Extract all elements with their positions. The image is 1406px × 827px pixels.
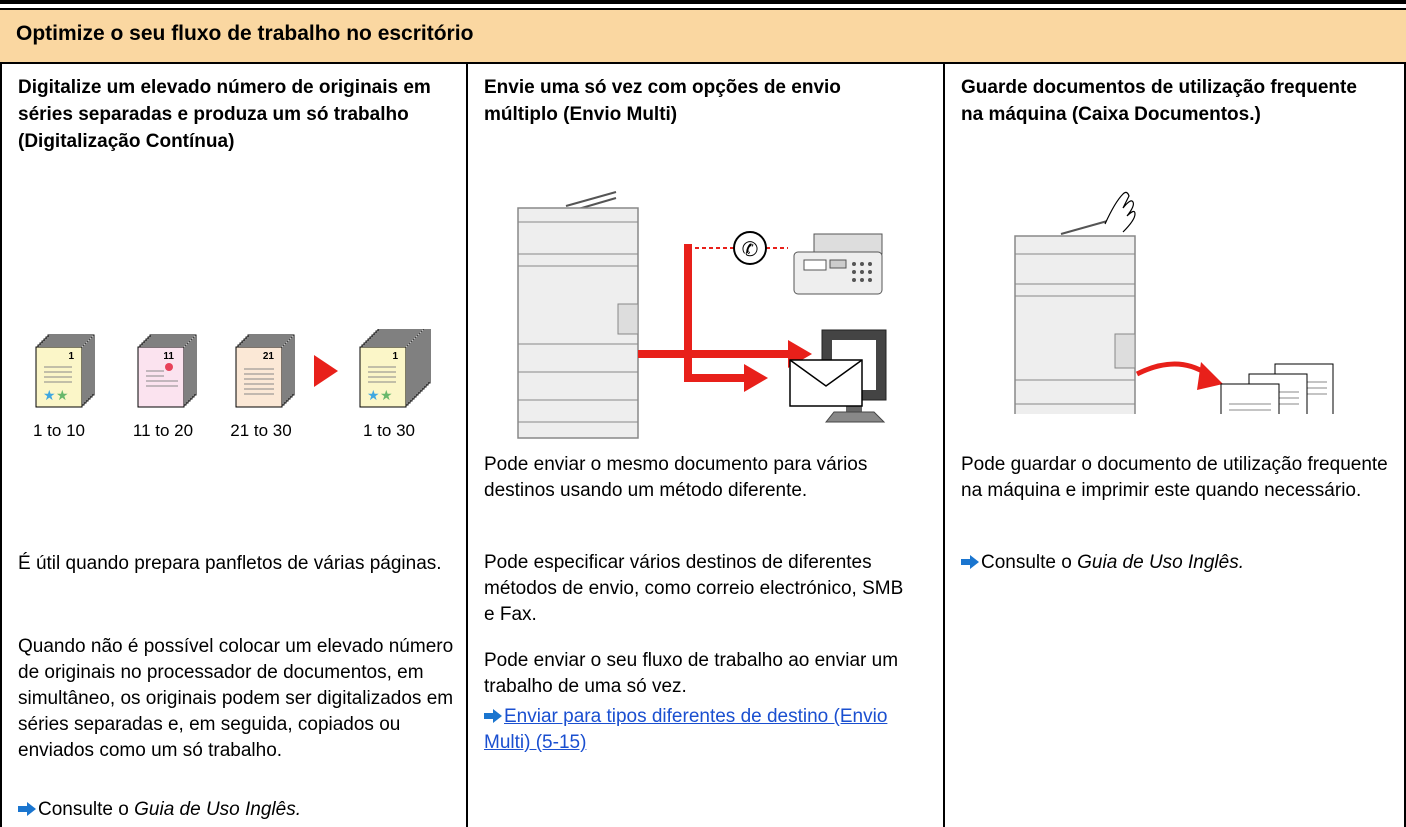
document-stack-1-10: 1 ★★	[35, 334, 95, 408]
column-document-box: Guarde documentos de utilização frequent…	[945, 64, 1406, 827]
document-stack-11-20: 11	[137, 334, 197, 408]
column-multi-send: Envie uma só vez com opções de envio múl…	[468, 64, 945, 827]
paragraph: Pode enviar o seu fluxo de trabalho ao e…	[484, 650, 899, 697]
column-heading: Digitalize um elevado número de originai…	[18, 77, 431, 152]
page-number: 1	[68, 351, 74, 362]
svg-text:21: 21	[263, 351, 275, 362]
paragraph: Pode especificar vários destinos de dife…	[484, 552, 904, 625]
svg-text:★: ★	[380, 387, 393, 403]
reference-note: Consulte o Guia de Uso Inglês.	[961, 550, 1244, 576]
column-heading: Guarde documentos de utilização frequent…	[961, 77, 1357, 125]
top-rule	[0, 0, 1406, 4]
paragraph: Pode enviar o mesmo documento para vário…	[484, 454, 868, 501]
section-header: Optimize o seu fluxo de trabalho no escr…	[0, 8, 1406, 64]
stack-label: 11 to 20	[133, 421, 193, 440]
reference-prefix: Consulte o	[38, 799, 135, 820]
reference-prefix: Consulte o	[981, 552, 1078, 573]
svg-text:1: 1	[392, 351, 398, 362]
reference-note: Consulte o Guia de Uso Inglês.	[18, 797, 301, 823]
paragraph: Quando não é possível colocar um elevado…	[18, 636, 454, 761]
svg-text:★: ★	[367, 387, 380, 403]
paragraph: É útil quando prepara panfletos de vária…	[18, 553, 442, 574]
arrow-right-icon	[961, 555, 979, 569]
multi-send-illustration: ✆	[517, 191, 887, 439]
envelope-icon	[789, 359, 863, 407]
fax-machine-icon	[793, 233, 883, 295]
document-stack-21-30: 21	[235, 334, 295, 408]
paragraph: Pode guardar o documento de utilização f…	[961, 454, 1388, 501]
multifunction-printer	[517, 191, 639, 439]
svg-text:★: ★	[43, 387, 56, 403]
stack-label: 1 to 10	[33, 421, 85, 440]
stored-documents-icon: ★ ★ ★★	[1220, 363, 1334, 414]
reference-guide: Guia de Uso Inglês.	[1077, 552, 1244, 573]
column-heading: Envie uma só vez com opções de envio múl…	[484, 77, 841, 125]
multi-send-link[interactable]: Enviar para tipos diferentes de destino …	[484, 706, 888, 753]
multifunction-printer	[1014, 191, 1136, 414]
document-stack-1-30: 1 ★★	[359, 329, 431, 408]
red-arrow-right	[314, 355, 338, 387]
continuous-scan-illustration: 1 ★★ 11	[33, 329, 431, 440]
svg-text:✆: ✆	[742, 239, 759, 261]
arrow-right-icon	[484, 709, 502, 723]
stack-label: 1 to 30	[363, 421, 415, 440]
stack-label: 21 to 30	[230, 421, 291, 440]
column-continuous-scan: Digitalize um elevado número de originai…	[0, 64, 468, 827]
section-title: Optimize o seu fluxo de trabalho no escr…	[16, 22, 474, 45]
cross-reference[interactable]: Enviar para tipos diferentes de destino …	[484, 704, 934, 756]
phone-icon: ✆	[733, 231, 767, 265]
document-box-illustration: ★ ★ ★★	[1014, 191, 1334, 414]
arrow-right-icon	[18, 802, 36, 816]
svg-text:★: ★	[56, 387, 69, 403]
svg-text:11: 11	[163, 351, 174, 362]
reference-guide: Guia de Uso Inglês.	[134, 799, 301, 820]
